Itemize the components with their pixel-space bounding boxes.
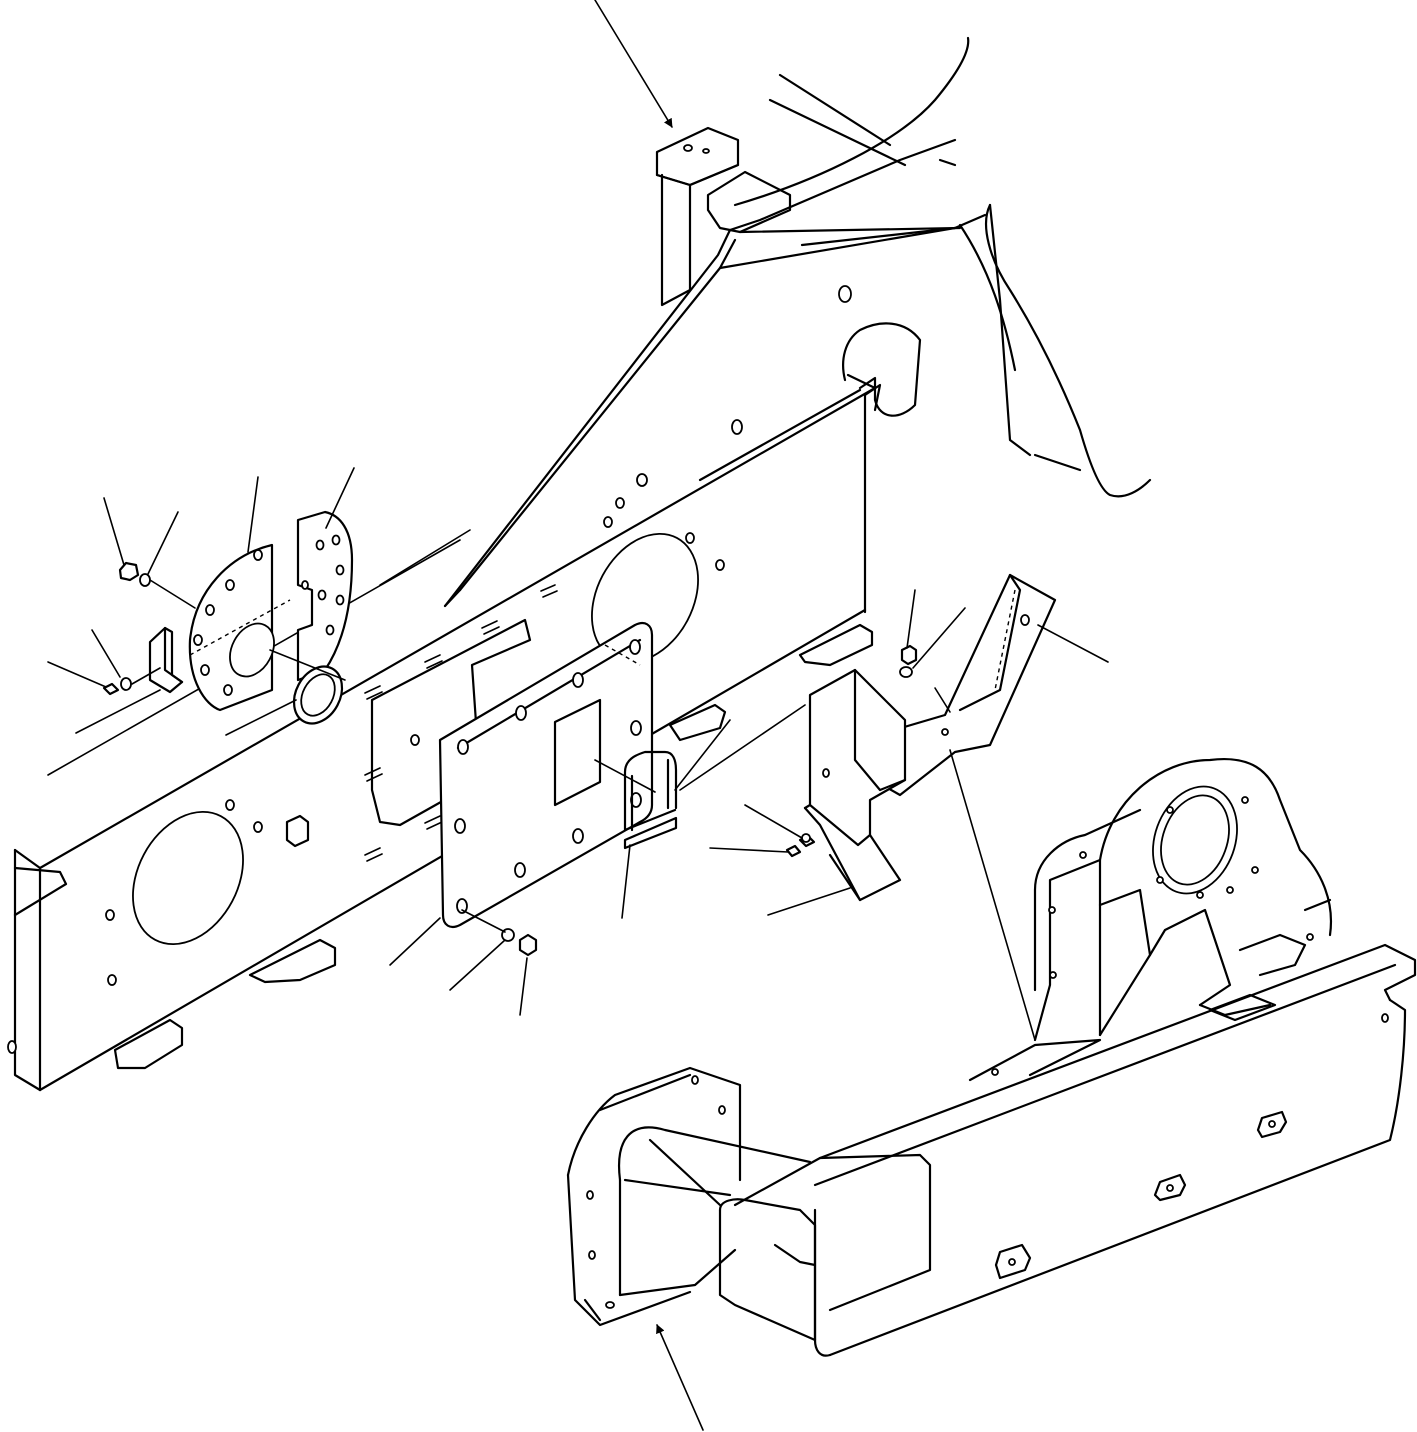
studs bbox=[364, 584, 558, 862]
nut-washer-plate bbox=[461, 909, 538, 957]
upper-frame bbox=[443, 36, 1152, 608]
half-round-plate bbox=[296, 510, 354, 682]
clamp-bracket bbox=[148, 626, 184, 694]
round-plate bbox=[188, 543, 275, 712]
arrow-top bbox=[594, 0, 673, 128]
cover-window bbox=[553, 698, 602, 807]
leader-lines bbox=[47, 467, 1109, 1016]
u-bolt bbox=[594, 750, 678, 850]
bolt-nut-right bbox=[785, 644, 918, 858]
direction-arrows bbox=[594, 0, 704, 1431]
rear-frame bbox=[566, 757, 1417, 1357]
rail-opening-left bbox=[132, 810, 244, 946]
bolt-nut-left bbox=[102, 561, 196, 696]
arrow-bottom bbox=[656, 1324, 704, 1431]
seal-ring bbox=[292, 665, 344, 725]
lower-bracket bbox=[803, 668, 907, 902]
main-frame bbox=[7, 373, 877, 1092]
